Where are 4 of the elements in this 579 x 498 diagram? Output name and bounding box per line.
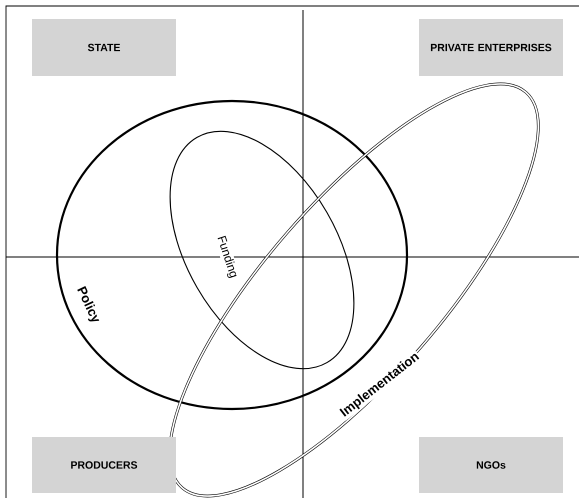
label-box: NGOs <box>419 436 563 493</box>
label-box: PRODUCERS <box>32 436 176 493</box>
label-box: PRIVATE ENTERPRISES <box>419 19 563 76</box>
label-box: STATE <box>32 19 176 76</box>
